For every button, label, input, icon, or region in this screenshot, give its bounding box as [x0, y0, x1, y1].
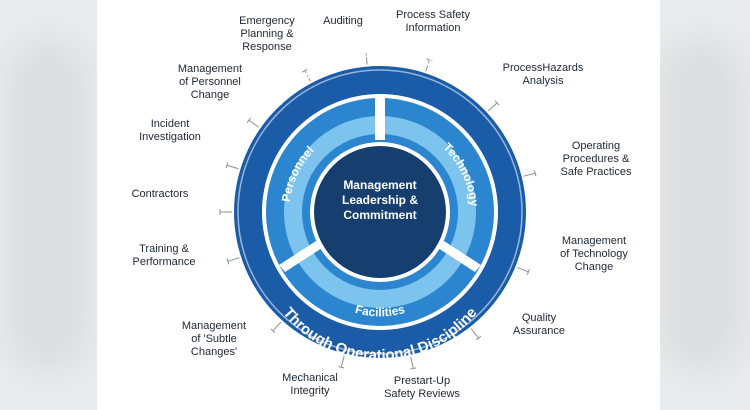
label-process-hazards-analysis: ProcessHazards Analysis — [494, 62, 592, 88]
tick-mark — [248, 119, 260, 128]
center-line-2: Leadership & — [341, 193, 419, 207]
label-line: Investigation — [139, 131, 201, 143]
label-line: Changes' — [190, 346, 238, 358]
label-line: Emergency — [239, 15, 295, 27]
label-line: Process Safety — [396, 9, 470, 21]
tick-cap — [494, 100, 500, 106]
center-line-3: Commitment — [343, 208, 417, 222]
blurred-background-left — [8, 40, 88, 370]
label-operating-procedures: Operating Procedures & Safe Practices — [546, 140, 646, 179]
label-line: Contractors — [131, 188, 189, 200]
label-line: Change — [190, 89, 230, 101]
label-prestart-up-safety-reviews: Prestart-Up Safety Reviews — [376, 375, 468, 401]
tick-mark — [272, 321, 282, 332]
label-process-safety-information: Process Safety Information — [380, 9, 486, 35]
label-management-subtle-changes: Management of 'Subtle Changes' — [172, 320, 256, 359]
label-line: Management — [561, 235, 627, 247]
tick-mark — [340, 355, 345, 368]
label-auditing: Auditing — [310, 15, 376, 28]
tick-cap — [526, 268, 530, 275]
tick-mark — [425, 59, 430, 72]
tick-mark — [487, 102, 498, 112]
label-line: Safe Practices — [560, 166, 632, 178]
label-mechanical-integrity: Mechanical Integrity — [270, 372, 350, 398]
label-quality-assurance: Quality Assurance — [504, 312, 574, 338]
tick-mark — [365, 52, 368, 65]
tick-cap — [225, 162, 229, 169]
label-line: Management — [181, 320, 247, 332]
label-line: ProcessHazards — [502, 62, 584, 74]
tick-cap — [302, 68, 308, 73]
center-line-1: Management — [343, 178, 417, 192]
label-incident-investigation: Incident Investigation — [128, 118, 212, 144]
divider-left — [279, 241, 322, 272]
label-line: Assurance — [513, 325, 565, 337]
label-management-technology-change: Management of Technology Change — [548, 235, 640, 274]
label-line: Integrity — [290, 385, 330, 397]
tick-mark — [470, 328, 479, 339]
label-line: Operating — [571, 140, 621, 152]
segment-dividers — [279, 96, 481, 272]
tick-cap — [363, 51, 370, 54]
tick-mark — [523, 172, 536, 177]
tick-cap — [410, 367, 417, 370]
label-line: Management — [177, 63, 243, 75]
label-line: Safety Reviews — [384, 388, 460, 400]
label-line: Training & — [139, 243, 189, 255]
blurred-background-right — [662, 40, 742, 370]
label-contractors: Contractors — [121, 188, 199, 201]
segment-facilities: Facilities — [354, 302, 407, 319]
tick-cap — [534, 170, 537, 177]
label-management-personnel-change: Management of Personnel Change — [168, 63, 252, 102]
label-emergency-planning: Emergency Planning & Response — [226, 15, 308, 54]
outer-ring-rim — [237, 69, 523, 355]
label-line: of Personnel — [179, 76, 241, 88]
tick-cap — [338, 366, 345, 369]
label-line: Incident — [150, 118, 190, 130]
center-text: Management Leadership & Commitment — [315, 178, 445, 223]
label-line: Planning & — [240, 28, 294, 40]
tick-cap — [226, 258, 230, 265]
label-line: Change — [574, 261, 614, 273]
label-line: of Technology — [560, 248, 628, 260]
label-line: Mechanical — [282, 372, 338, 384]
tick-mark — [517, 266, 529, 273]
label-line: Auditing — [323, 15, 363, 27]
center-circle — [314, 146, 446, 278]
tick-marks — [219, 51, 537, 370]
tick-cap — [246, 117, 252, 123]
label-line: Information — [405, 22, 461, 34]
label-line: Procedures & — [562, 153, 630, 165]
label-line: Prestart-Up — [393, 375, 451, 387]
divider-right — [438, 241, 481, 272]
label-line: Analysis — [522, 75, 564, 87]
tick-cap — [270, 328, 276, 334]
tick-mark — [226, 164, 239, 170]
label-line: Performance — [132, 256, 196, 268]
label-training-performance: Training & Performance — [124, 243, 204, 269]
tick-cap — [475, 335, 482, 341]
tick-mark — [304, 70, 311, 82]
tick-mark — [227, 257, 240, 262]
label-line: Response — [242, 41, 292, 53]
label-line: Quality — [521, 312, 557, 324]
label-line: of 'Subtle — [191, 333, 237, 345]
divider-top — [375, 96, 385, 140]
tick-mark — [410, 356, 414, 369]
tick-cap — [426, 58, 433, 62]
